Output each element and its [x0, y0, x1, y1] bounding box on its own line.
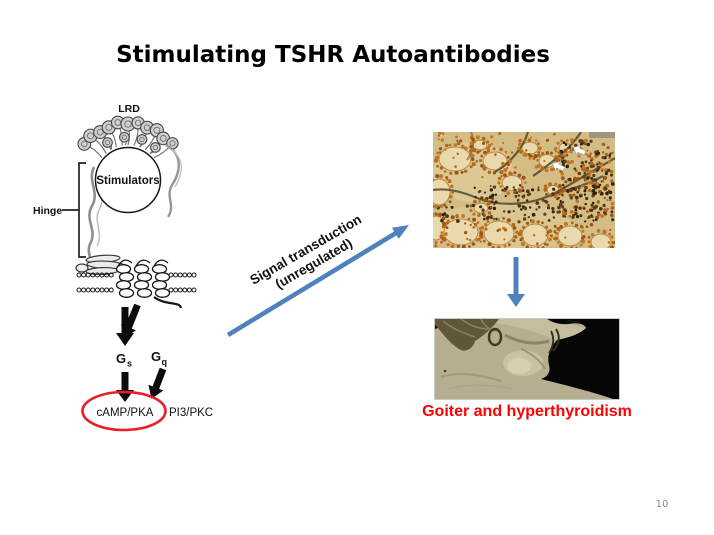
hair-wisps: [548, 328, 560, 354]
page-number: 10: [655, 499, 669, 510]
lrr-crown-icon: [77, 115, 179, 159]
gq-subscript: q: [162, 357, 168, 367]
hinge-chain: [87, 166, 96, 268]
pi3-arrow-icon: [148, 367, 167, 399]
goiter-highlight: [507, 358, 531, 374]
gq-signal-arrow-icon: [121, 303, 141, 339]
hinge-bracket: [62, 162, 86, 258]
histology-white-arrow-icons: [551, 145, 587, 172]
gq-label: G: [151, 349, 161, 364]
lrd-label: LRD: [118, 103, 140, 115]
gs-label: G: [116, 351, 126, 366]
camp-arrow-icon: [116, 372, 134, 402]
hinge-label: Hinge: [33, 205, 62, 217]
receptor-right-tail: [165, 143, 180, 218]
membrane-tail: [153, 296, 183, 309]
nuclei-dots: [433, 132, 615, 248]
transmembrane-helices-icon: [115, 264, 171, 298]
skin-mole: [443, 369, 447, 373]
pi3-label: PI3/PKC: [169, 407, 213, 419]
goiter-photo: [434, 318, 620, 400]
receptor-right-tail-light: [171, 149, 183, 188]
tshr-receptor-diagram: LRD Stimulators Hinge G s G q: [33, 103, 213, 432]
camp-label: cAMP/PKA: [97, 407, 154, 419]
goiter-caption: Goiter and hyperthyroidism: [422, 403, 632, 420]
hair-strands: [442, 319, 503, 347]
signal-transduction-arrow-icon: [226, 225, 409, 337]
stimulators-label: Stimulators: [96, 175, 159, 187]
down-arrow-icon: [507, 257, 525, 307]
stimulators-circle: [94, 146, 162, 214]
pre-membrane-stack: [75, 254, 126, 276]
skin-shading: [440, 320, 581, 390]
camp-highlight-ellipse: [81, 390, 167, 432]
thyroid-histology-image: [433, 132, 615, 248]
chin-jaw: [465, 319, 586, 340]
helix-connectors: [117, 259, 169, 267]
slide-title: Stimulating TSHR Autoantibodies: [116, 42, 550, 68]
gs-subscript: s: [127, 359, 132, 369]
